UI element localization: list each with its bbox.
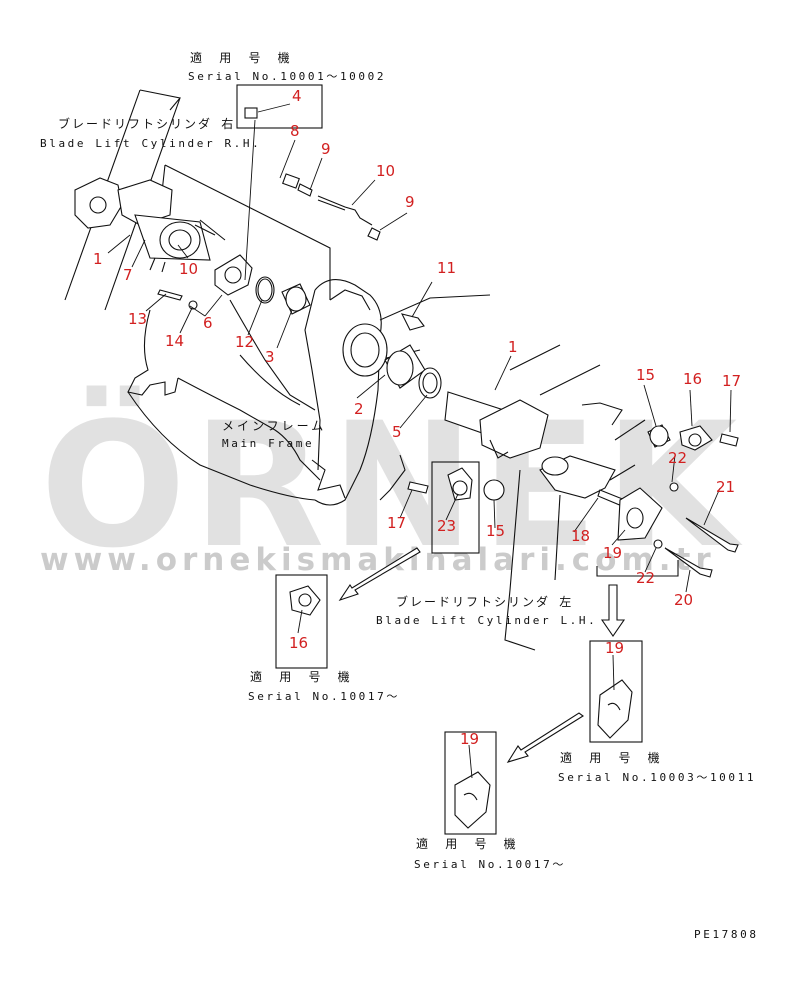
part-number-17: 17 bbox=[387, 514, 406, 532]
part-number-1: 1 bbox=[93, 250, 103, 268]
lh-cylinder-jp-label: ブレードリフトシリンダ 左 bbox=[396, 594, 573, 609]
lh-cylinder-assembly bbox=[444, 344, 623, 651]
part-number-9: 9 bbox=[405, 193, 415, 211]
part-number-15: 15 bbox=[636, 366, 655, 384]
part-number-19: 19 bbox=[460, 730, 479, 748]
main-frame-en-label: Main Frame bbox=[222, 437, 314, 450]
part-number-10: 10 bbox=[376, 162, 395, 180]
seal-parts-left bbox=[157, 254, 311, 315]
part-number-5: 5 bbox=[392, 423, 402, 441]
part-number-22: 22 bbox=[668, 449, 687, 467]
part-number-3: 3 bbox=[265, 348, 275, 366]
part-number-6: 6 bbox=[203, 314, 213, 332]
right-serial-label: Serial No.10003〜10011 bbox=[558, 771, 756, 784]
part-number-19: 19 bbox=[603, 544, 622, 562]
part-number-4: 4 bbox=[292, 87, 302, 105]
arrow-to-box-16 bbox=[338, 547, 421, 602]
arrows bbox=[338, 547, 679, 763]
part-number-1: 1 bbox=[508, 338, 518, 356]
main-frame-drawing bbox=[127, 164, 491, 506]
part-number-7: 7 bbox=[123, 266, 133, 284]
serial-box-19-right bbox=[589, 640, 643, 743]
pipe-assembly bbox=[244, 107, 381, 241]
bottom-applicable-label: 適 用 号 機 bbox=[416, 836, 521, 851]
serial-box-16 bbox=[275, 574, 328, 669]
part-number-10: 10 bbox=[179, 260, 198, 278]
part-number-13: 13 bbox=[128, 310, 147, 328]
mid-applicable-label: 適 用 号 機 bbox=[250, 669, 355, 684]
box-content-19-bottom bbox=[454, 771, 491, 829]
drawing-code: PE17808 bbox=[694, 928, 759, 941]
serial-box-top bbox=[236, 84, 323, 129]
part-number-21: 21 bbox=[716, 478, 735, 496]
part-number-9: 9 bbox=[321, 140, 331, 158]
part-number-22: 22 bbox=[636, 569, 655, 587]
right-applicable-label: 適 用 号 機 bbox=[560, 750, 665, 765]
box-content-19-right bbox=[597, 679, 633, 739]
rh-cylinder-jp-label: ブレードリフトシリンダ 右 bbox=[58, 116, 235, 131]
arrow-to-box-19-bottom bbox=[506, 712, 584, 763]
pin-parts-right bbox=[597, 419, 739, 578]
box-content-16 bbox=[289, 585, 321, 616]
part-number-11: 11 bbox=[437, 259, 456, 277]
watermark: ÖRNEK www.ornekismakinalari.com.tr bbox=[40, 385, 743, 586]
lh-cylinder-en-label: Blade Lift Cylinder L.H. bbox=[376, 614, 597, 627]
watermark-url: www.ornekismakinalari.com.tr bbox=[40, 542, 716, 578]
bottom-serial-label: Serial No.10017〜 bbox=[414, 858, 566, 871]
part-number-callouts: 4 8 9 10 9 1 7 10 11 13 6 14 12 3 1 2 5 … bbox=[93, 87, 741, 748]
part-number-2: 2 bbox=[354, 400, 364, 418]
rh-cylinder-assembly bbox=[74, 177, 226, 273]
serial-box-19-bottom bbox=[444, 731, 497, 835]
bushing-parts-center bbox=[384, 313, 442, 399]
part-number-20: 20 bbox=[674, 591, 693, 609]
part-number-12: 12 bbox=[235, 333, 254, 351]
mid-serial-label: Serial No.10017〜 bbox=[248, 690, 400, 703]
part-number-17: 17 bbox=[722, 372, 741, 390]
arrow-to-box-19-right bbox=[600, 584, 626, 637]
watermark-brand: ÖRNEK bbox=[40, 385, 743, 586]
part-number-15: 15 bbox=[486, 522, 505, 540]
leader-lines bbox=[107, 103, 732, 779]
part-number-23: 23 bbox=[437, 517, 456, 535]
annotations: 適 用 号 機 Serial No.10001〜10002 ブレードリフトシリン… bbox=[40, 50, 759, 941]
part-number-14: 14 bbox=[165, 332, 184, 350]
part-number-19: 19 bbox=[605, 639, 624, 657]
main-frame-jp-label: メインフレーム bbox=[222, 419, 326, 433]
part-number-8: 8 bbox=[290, 122, 300, 140]
serial-box-23 bbox=[431, 461, 480, 554]
top-serial-label: Serial No.10001〜10002 bbox=[188, 70, 386, 83]
part-number-16: 16 bbox=[289, 634, 308, 652]
top-applicable-label: 適 用 号 機 bbox=[190, 50, 295, 65]
part-number-18: 18 bbox=[571, 527, 590, 545]
rh-cylinder-en-label: Blade Lift Cylinder R.H. bbox=[40, 137, 261, 150]
part-number-16: 16 bbox=[683, 370, 702, 388]
